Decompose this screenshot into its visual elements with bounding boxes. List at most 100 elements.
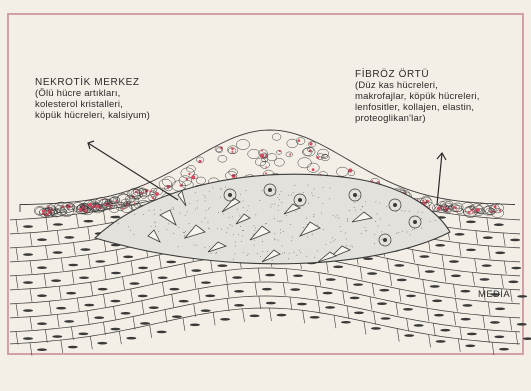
- core-stipple: [168, 223, 169, 224]
- core-stipple: [409, 211, 410, 212]
- media-cell-wall: [258, 268, 260, 281]
- media-cell-wall: [30, 317, 32, 330]
- core-stipple: [184, 235, 185, 236]
- core-stipple: [281, 221, 282, 222]
- media-cell-nucleus: [52, 335, 62, 338]
- core-stipple: [185, 215, 186, 216]
- core-stipple: [323, 187, 324, 188]
- media-cell-nucleus: [480, 278, 490, 281]
- media-cell-wall: [30, 233, 32, 246]
- media-cell-wall: [123, 277, 125, 290]
- core-stipple: [184, 232, 185, 233]
- fibrous-cap-desc-line-4: proteoglikan'lar): [355, 113, 525, 124]
- media-cell-wall: [72, 271, 74, 284]
- core-stipple: [272, 204, 273, 205]
- media-cell-nucleus: [425, 270, 435, 273]
- media-cell-nucleus: [323, 292, 333, 295]
- media-cell-nucleus: [68, 264, 78, 267]
- fibrous-cap-label: FİBRÖZ ÖRTÜ (Düz kas hücreleri, makrofaj…: [355, 69, 525, 124]
- core-stipple: [291, 240, 292, 241]
- media-cell-wall: [418, 265, 420, 278]
- core-stipple: [255, 227, 256, 228]
- necrotic-core-title: NEKROTİK MERKEZ: [35, 77, 235, 88]
- media-cell-wall: [396, 302, 398, 315]
- core-stipple: [289, 253, 290, 254]
- core-stipple: [172, 207, 173, 208]
- core-stipple: [295, 211, 296, 212]
- core-stipple: [209, 191, 210, 192]
- fibrous-cap-desc-line-3: lenfositler, kollajen, elastin,: [355, 102, 525, 113]
- core-stipple: [205, 218, 206, 219]
- core-stipple: [347, 221, 348, 222]
- core-stipple: [253, 225, 254, 226]
- media-cell-nucleus: [97, 342, 107, 345]
- media-cell-wall: [76, 214, 78, 227]
- foam-cell-nucleus: [383, 238, 387, 242]
- core-stipple: [189, 223, 190, 224]
- media-cell-wall: [104, 266, 106, 279]
- media-cell-wall: [131, 261, 133, 274]
- media-cell-wall: [390, 273, 392, 286]
- foam-cell-nucleus: [413, 220, 417, 224]
- media-cell-nucleus: [64, 320, 74, 323]
- core-stipple: [194, 244, 195, 245]
- core-stipple: [166, 229, 167, 230]
- core-stipple: [171, 209, 172, 210]
- core-stipple: [205, 197, 206, 198]
- core-stipple: [179, 213, 180, 214]
- media-cell-nucleus: [250, 315, 260, 318]
- media-cell-wall: [503, 233, 505, 246]
- media-cell-wall: [346, 278, 348, 291]
- core-stipple: [254, 245, 255, 246]
- core-stipple: [267, 251, 268, 252]
- red-cell-dot: [191, 175, 195, 179]
- core-stipple: [389, 225, 390, 226]
- core-stipple: [308, 203, 309, 204]
- core-stipple: [295, 185, 296, 186]
- media-cell-wall: [46, 217, 48, 230]
- core-stipple: [306, 218, 307, 219]
- red-cell-dot: [470, 209, 473, 212]
- necrotic-core-desc-line-1: (Ölü hücre artıkları,: [35, 88, 235, 99]
- red-cell-dot: [135, 191, 137, 193]
- media-cell-wall: [442, 255, 444, 268]
- core-stipple: [202, 221, 203, 222]
- red-cell-dot: [186, 178, 188, 180]
- media-cell-wall: [16, 248, 18, 261]
- media-cell-wall: [319, 273, 321, 286]
- core-stipple: [279, 199, 280, 200]
- red-cell-dot: [260, 154, 264, 158]
- core-stipple: [354, 207, 355, 208]
- media-cell-nucleus: [110, 300, 120, 303]
- media-cell-wall: [16, 332, 18, 345]
- media-lamina: [10, 282, 520, 318]
- core-stipple: [154, 210, 155, 211]
- media-cell-wall: [133, 316, 135, 329]
- core-stipple: [220, 189, 221, 190]
- core-stipple: [204, 247, 205, 248]
- core-stipple: [307, 236, 308, 237]
- media-cell-wall: [87, 311, 89, 324]
- red-cell-dot: [152, 197, 154, 199]
- media-cell-nucleus: [381, 317, 391, 320]
- foam-cell-nucleus: [268, 188, 272, 192]
- core-stipple: [195, 192, 196, 193]
- media-cell-wall: [162, 282, 164, 295]
- media-cell-nucleus: [123, 256, 133, 259]
- media-cell-wall: [198, 289, 200, 302]
- media-cell-wall: [150, 325, 152, 338]
- core-stipple: [173, 233, 174, 234]
- core-stipple: [257, 253, 258, 254]
- cap-cell: [260, 161, 269, 168]
- media-cell-nucleus: [232, 276, 242, 279]
- media-cell-nucleus: [110, 328, 120, 331]
- media-cell-nucleus: [483, 236, 493, 239]
- core-stipple: [232, 216, 233, 217]
- media-cell-nucleus: [397, 279, 407, 282]
- media-cell-nucleus: [495, 252, 505, 255]
- cap-cell: [248, 149, 260, 158]
- core-stipple: [410, 234, 411, 235]
- core-stipple: [274, 203, 275, 204]
- core-stipple: [354, 202, 355, 203]
- core-stipple: [381, 231, 382, 232]
